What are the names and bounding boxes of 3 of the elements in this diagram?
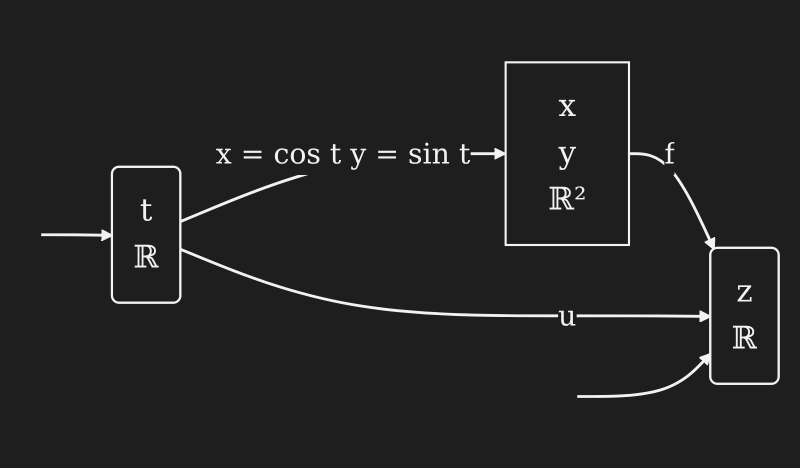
node-box: x y ℝ²	[504, 60, 630, 246]
node-box: t ℝ	[110, 165, 182, 304]
node-box: z ℝ	[709, 246, 780, 384]
